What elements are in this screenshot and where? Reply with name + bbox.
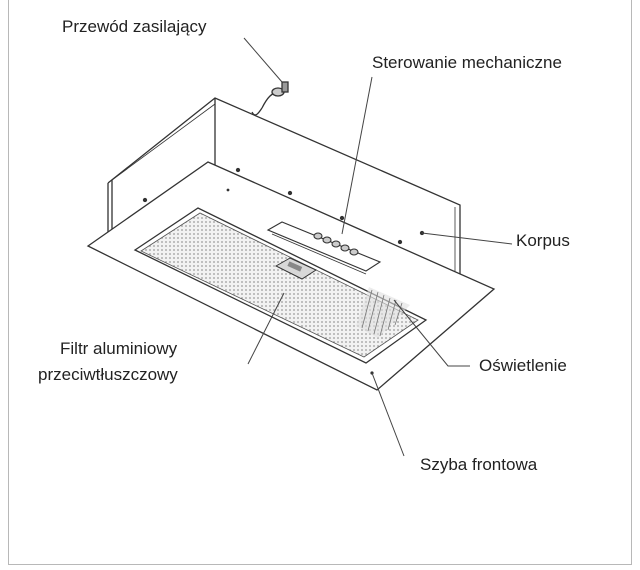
power-cord-plug — [251, 81, 289, 116]
housing-body — [107, 97, 461, 282]
label-power-cord: Przewód zasilający — [62, 17, 207, 36]
leader-lines — [243, 37, 513, 457]
aluminium-filter — [133, 207, 428, 364]
label-housing: Korpus — [516, 231, 570, 250]
label-front-glass: Szyba frontowa — [420, 455, 538, 474]
control-panel — [266, 221, 382, 275]
label-mechanical-control: Sterowanie mechaniczne — [372, 53, 562, 72]
diagram-frame — [8, 0, 632, 565]
filter-handle — [274, 257, 318, 280]
label-filter-line1: Filtr aluminiowy — [60, 339, 178, 358]
label-lighting: Oświetlenie — [479, 356, 567, 375]
label-filter-line2: przeciwtłuszczowy — [38, 365, 178, 384]
